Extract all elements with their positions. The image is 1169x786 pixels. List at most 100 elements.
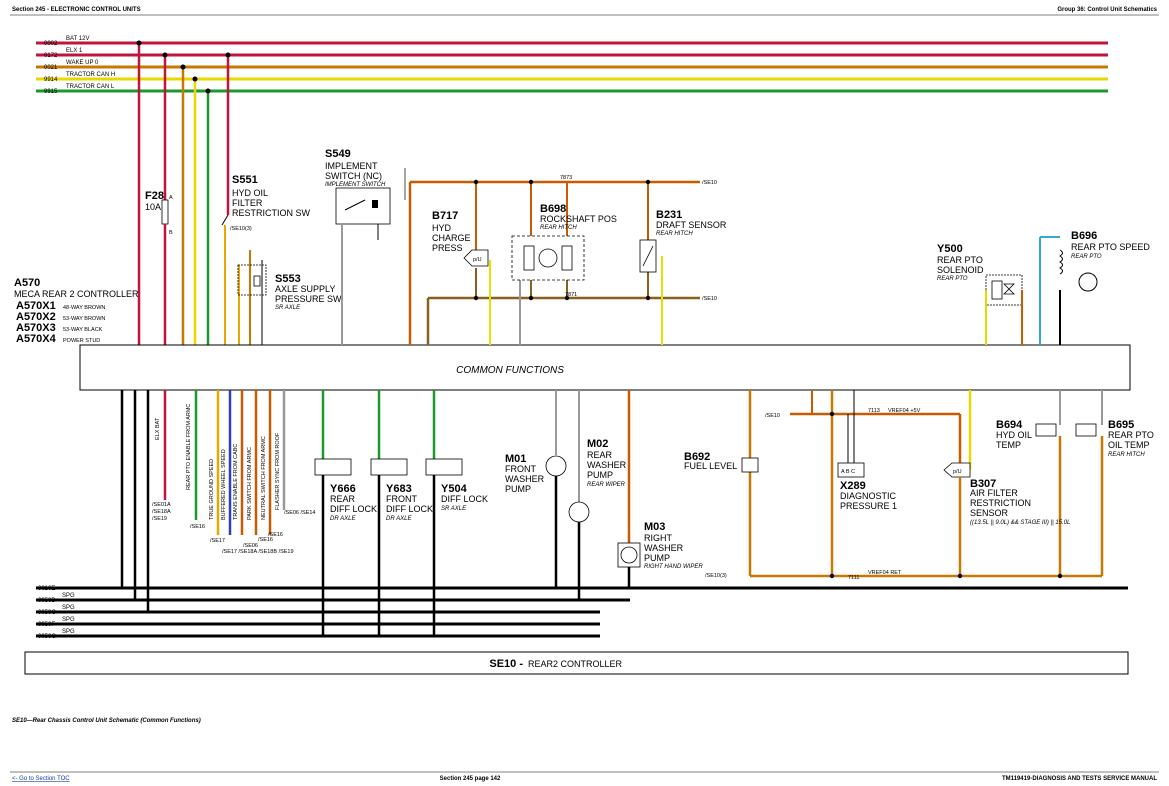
- y504-sub: SR AXLE: [441, 506, 467, 512]
- b717-sensor: p/U B717 HYD CHARGE PRESS: [432, 210, 489, 267]
- y500-id: Y500: [937, 243, 963, 255]
- b307-line2: RESTRICTION: [970, 498, 1031, 508]
- right-sensors: A B C p/U /SE10 /SE10(3) 7113 VREF04 +5V…: [684, 390, 1154, 581]
- y683-line1: FRONT: [386, 494, 417, 504]
- y666-line1: REAR: [330, 494, 356, 504]
- m01-id: M01: [505, 453, 526, 465]
- b717-line2: CHARGE: [432, 233, 471, 243]
- b717-line3: PRESS: [432, 243, 463, 253]
- diff-lock-group: Y666 REAR DIFF LOCK DR AXLE Y683 FRONT D…: [314, 390, 488, 636]
- gnd-code-3: 0050F: [38, 622, 55, 628]
- controller-common-label: COMMON FUNCTIONS: [456, 365, 564, 376]
- s551-line3: RESTRICTION SW: [232, 208, 311, 218]
- b694-id: B694: [996, 419, 1023, 431]
- y500-line1: REAR PTO: [937, 255, 983, 265]
- washer-pumps: M01 FRONT WASHER PUMP M02 REAR WASHER PU…: [505, 390, 703, 600]
- gnd-code-4: 0050G: [38, 634, 56, 640]
- b307-sub: ((13.5L || 9.0L) && STAGE III) || 15.0L: [970, 520, 1070, 526]
- wire-fn-5: PARK SWITCH FROM ARMC: [247, 447, 253, 520]
- s551-id: S551: [232, 174, 258, 186]
- ref-se10-3: /SE10(3): [705, 573, 727, 579]
- conn-3-id: A570X4: [16, 333, 57, 345]
- y666-id: Y666: [330, 483, 356, 495]
- controller-name: MECA REAR 2 CONTROLLER: [14, 289, 139, 299]
- s549-switch: S549 IMPLEMENT SWITCH (NC) IMPLEMENT SWI…: [325, 148, 406, 345]
- ref-se10-c: /SE10: [765, 413, 780, 419]
- header-right: Group 36: Control Unit Schematics: [1057, 7, 1157, 13]
- b307-line1: AIR FILTER: [970, 488, 1018, 498]
- bus-name-4: TRACTOR CAN L: [66, 84, 115, 90]
- fuse-f28: [161, 199, 169, 225]
- conn-1-desc: 53-WAY BROWN: [63, 316, 105, 322]
- figure-caption: SE10—Rear Chassis Control Unit Schematic…: [12, 718, 201, 724]
- y683-id: Y683: [386, 483, 412, 495]
- y666-line2: DIFF LOCK: [330, 504, 377, 514]
- wire-ref-7: /SE06 /SE14: [284, 510, 316, 516]
- s549-sub: IMPLEMENT SWITCH: [325, 182, 386, 188]
- b696-line1: REAR PTO SPEED: [1071, 242, 1150, 252]
- conn-0-desc: 48-WAY BROWN: [63, 305, 105, 311]
- wire-ref-6: /SE16: [268, 532, 283, 538]
- y683-sub: DR AXLE: [386, 516, 412, 522]
- ref-se10-a: /SE10: [702, 180, 717, 186]
- s551-ref: /SE10(3): [230, 226, 252, 232]
- bus-name-0: BAT 12V: [66, 36, 89, 42]
- y666-sub: DR AXLE: [330, 516, 356, 522]
- wire-7111: 7111: [848, 575, 859, 581]
- wire-7113: 7113: [868, 408, 880, 414]
- m01-line2: WASHER: [505, 474, 545, 484]
- gnd-name-2: SPG: [62, 605, 75, 611]
- bottom-bus-group: 0010E 0050B SPG 0050C SPG 0050F SPG 0050…: [36, 586, 1128, 640]
- bus-code-2: 0021: [44, 65, 58, 71]
- x289-line2: PRESSURE 1: [840, 501, 897, 511]
- conn-1-id: A570X2: [16, 311, 56, 323]
- b696-sensor: B696 REAR PTO SPEED REAR PTO: [1039, 230, 1150, 345]
- b231-sub: REAR HITCH: [656, 231, 693, 237]
- m02-line1: REAR: [587, 450, 613, 460]
- hitch-wires: 7873 7871 /SE10 /SE10: [408, 175, 717, 345]
- b307-id: B307: [970, 478, 996, 490]
- x289-line1: DIAGNOSTIC: [840, 491, 897, 501]
- ref-se19: /SE19: [152, 516, 167, 522]
- ref-se18a: /SE18A: [152, 509, 171, 515]
- y500-sub: REAR PTO: [937, 276, 968, 282]
- conn-2-desc: 53-WAY BLACK: [63, 327, 103, 333]
- m01-line3: PUMP: [505, 484, 531, 494]
- wire-fn-2: TRUE GROUND SPEED: [209, 459, 215, 520]
- m03-line2: WASHER: [644, 543, 684, 553]
- gnd-name-4: SPG: [62, 629, 75, 635]
- power-wires: [136, 40, 263, 345]
- ref-se10-b: /SE10: [702, 296, 717, 302]
- svg-text:A B C: A B C: [841, 469, 855, 475]
- b231-line1: DRAFT SENSOR: [656, 220, 727, 230]
- conn-3-desc: POWER STUD: [63, 338, 100, 344]
- b692-line1: FUEL LEVEL: [684, 461, 737, 471]
- fuse-rating: 10A: [145, 202, 161, 212]
- footer-page: Section 245 page 142: [440, 776, 501, 782]
- s549-line1: IMPLEMENT: [325, 161, 378, 171]
- gnd-code-0: 0010E: [38, 586, 55, 592]
- b695-sub: REAR HITCH: [1108, 452, 1145, 458]
- b696-id: B696: [1071, 230, 1097, 242]
- se10-title-box: [24, 651, 1129, 675]
- bus-code-1: 0172: [44, 53, 58, 59]
- s549-id: S549: [325, 148, 351, 160]
- b231-sensor: B231 DRAFT SENSOR REAR HITCH: [639, 209, 727, 273]
- wire-ref-1: /SE16: [190, 524, 205, 530]
- bus-name-3: TRACTOR CAN H: [66, 72, 115, 78]
- b695-id: B695: [1108, 419, 1134, 431]
- b698-line1: ROCKSHAFT POS: [540, 214, 617, 224]
- bus-name-1: ELX 1: [66, 48, 83, 54]
- wire-ref-5: /SE16: [258, 537, 273, 543]
- ref-se01a: /SE01A: [152, 502, 171, 508]
- bus-code-3: 9914: [44, 77, 58, 83]
- header-left: Section 245 - ELECTRONIC CONTROL UNITS: [12, 7, 141, 13]
- x289-id: X289: [840, 480, 866, 492]
- bottom-left-wires: ELX BAT REAR PTO ENABLE FROM ARMC TRUE G…: [120, 390, 316, 612]
- b695-line1: REAR PTO: [1108, 430, 1154, 440]
- m02-line3: PUMP: [587, 470, 613, 480]
- toc-link[interactable]: <- Go to Section TOC: [12, 776, 70, 782]
- bus-code-0: 0002: [44, 41, 58, 47]
- fuse-pin-a: A: [169, 195, 173, 201]
